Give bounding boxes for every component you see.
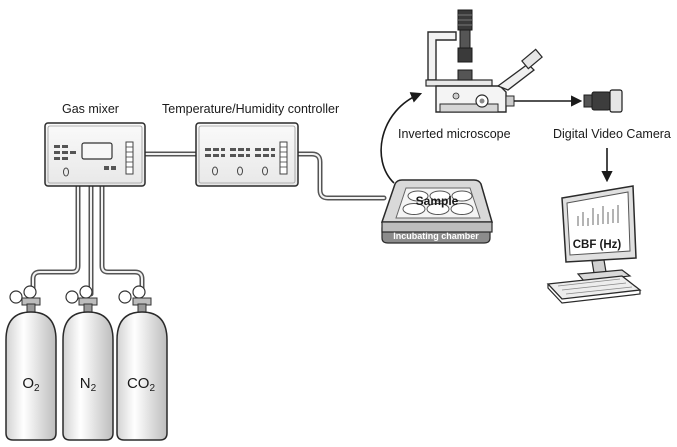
monitor-label: CBF (Hz) bbox=[573, 239, 622, 251]
arrow-chamber-to-microscope bbox=[380, 92, 423, 184]
chamber-label: Incubating chamber bbox=[393, 231, 479, 241]
co2-cylinder: CO2 bbox=[116, 285, 168, 441]
o2-label: O2 bbox=[22, 375, 40, 394]
n2-cylinder: N2 bbox=[62, 285, 114, 441]
temperature-humidity-controller bbox=[195, 122, 299, 187]
air-tubing bbox=[142, 151, 387, 201]
o2-regulator-gauge-right-icon bbox=[23, 285, 37, 299]
n2-regulator-gauge-right-icon bbox=[79, 285, 93, 299]
n2-regulator-gauge-left-icon bbox=[65, 290, 79, 304]
temp-controller-label: Temperature/Humidity controller bbox=[162, 102, 339, 116]
gas-tubing bbox=[30, 183, 145, 297]
microscope-label: Inverted microscope bbox=[398, 127, 511, 141]
controller-knobs bbox=[212, 166, 268, 176]
inverted-microscope bbox=[425, 9, 543, 113]
controller-bar-gauge bbox=[279, 141, 288, 175]
gas-mixer bbox=[44, 122, 146, 187]
gas-cylinders: O2 N2 CO2 bbox=[5, 285, 168, 441]
co2-label: CO2 bbox=[127, 375, 156, 394]
incubating-chamber: Sample Incubating chamber bbox=[380, 179, 493, 244]
o2-cylinder: O2 bbox=[5, 285, 57, 441]
sample-label: Sample bbox=[416, 194, 459, 208]
computer-monitor: CBF (Hz) bbox=[546, 185, 642, 304]
mixer-buttons bbox=[54, 145, 116, 170]
camera-label: Digital Video Camera bbox=[553, 127, 671, 141]
controller-buttons bbox=[205, 148, 275, 157]
keyboard bbox=[546, 275, 642, 304]
o2-regulator-gauge-left-icon bbox=[9, 290, 23, 304]
mixer-bar-gauge bbox=[125, 141, 134, 175]
gas-mixer-label: Gas mixer bbox=[62, 102, 119, 116]
monitor-bar-chart-icon bbox=[577, 205, 619, 226]
mixer-display bbox=[81, 142, 113, 160]
co2-regulator-gauge-left-icon bbox=[118, 290, 132, 304]
n2-label: N2 bbox=[80, 375, 97, 394]
well-plate bbox=[402, 190, 474, 215]
digital-video-camera bbox=[583, 89, 623, 113]
co2-regulator-gauge-right-icon bbox=[132, 285, 146, 299]
mixer-knob bbox=[63, 167, 69, 177]
